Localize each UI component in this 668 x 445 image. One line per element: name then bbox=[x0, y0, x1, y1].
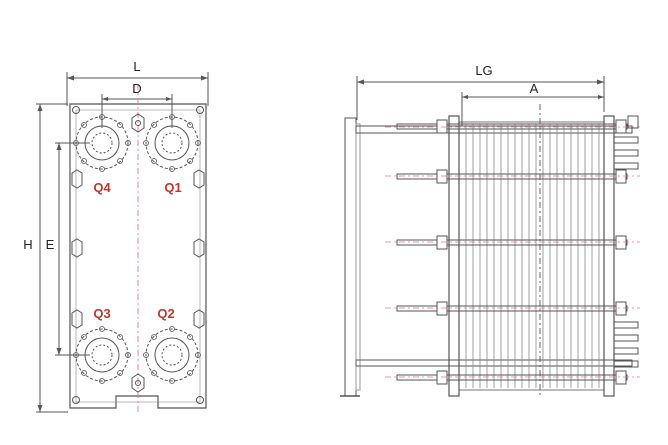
tie-rod-5 bbox=[396, 370, 628, 385]
label-Q1: Q1 bbox=[164, 180, 181, 195]
nozzles-bottom bbox=[613, 321, 639, 368]
label-Q3: Q3 bbox=[93, 306, 110, 321]
fixed-frame-plate bbox=[448, 115, 460, 397]
tie-rod-4 bbox=[396, 301, 628, 316]
side-view bbox=[340, 76, 640, 397]
tie-rod-1 bbox=[396, 119, 628, 134]
tie-rod-2 bbox=[396, 169, 628, 184]
corner-screws bbox=[72, 106, 204, 404]
label-L: L bbox=[133, 59, 140, 74]
label-H: H bbox=[23, 237, 32, 252]
flange-bolt-holes bbox=[73, 114, 201, 384]
front-view bbox=[36, 72, 209, 413]
dimension-D bbox=[101, 94, 173, 128]
nozzles-top bbox=[613, 115, 639, 170]
plate-outline bbox=[69, 103, 207, 409]
dimension-E bbox=[55, 142, 90, 356]
tie-rods bbox=[396, 119, 628, 385]
label-LG: LG bbox=[475, 63, 492, 78]
label-Q2: Q2 bbox=[157, 306, 174, 321]
label-A: A bbox=[530, 81, 539, 96]
center-bolts bbox=[131, 113, 145, 393]
side-bolts bbox=[71, 169, 205, 329]
port-bottom-left bbox=[75, 328, 129, 382]
dimension-H bbox=[36, 103, 68, 413]
port-bottom-right bbox=[145, 328, 199, 382]
support-column bbox=[340, 117, 361, 397]
label-D: D bbox=[132, 81, 141, 96]
label-E: E bbox=[46, 237, 55, 252]
label-Q4: Q4 bbox=[93, 180, 111, 195]
port-top-right bbox=[145, 116, 199, 170]
dimension-LG bbox=[356, 76, 605, 120]
dimension-L bbox=[66, 72, 209, 106]
dimension-A bbox=[461, 92, 604, 126]
port-top-left bbox=[75, 116, 129, 170]
tie-rod-3 bbox=[396, 235, 628, 250]
pressure-plate bbox=[603, 115, 615, 397]
plate-pack bbox=[458, 121, 605, 391]
bolt-axis-lines bbox=[385, 126, 640, 378]
